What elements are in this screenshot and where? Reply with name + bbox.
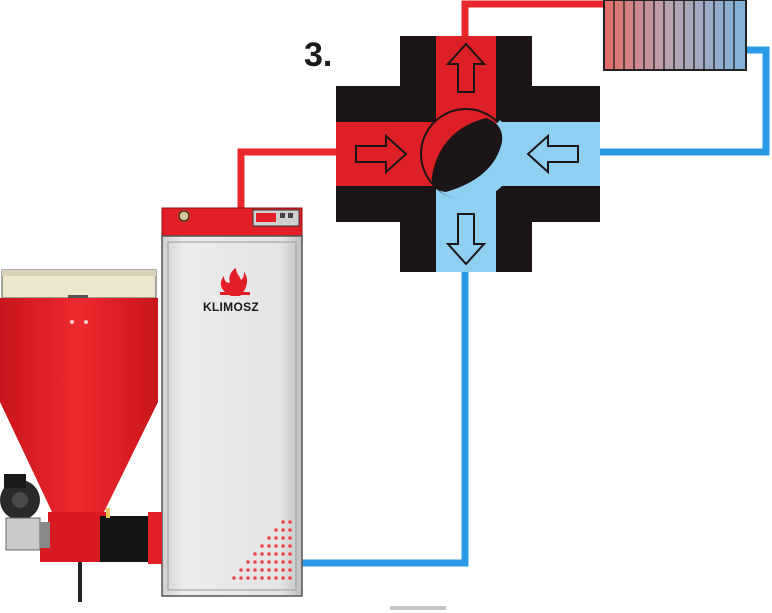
fuel-hopper [0,269,162,602]
arrow-right-icon [355,133,408,175]
arrow-up-icon [445,42,487,93]
arrow-left-icon [526,133,579,175]
brand-logo-text: KLIMOSZ [202,300,260,314]
controller-panel [252,209,300,227]
flame-logo-icon [220,268,250,296]
hot-supply-pipe [237,0,612,208]
arrow-down-icon [445,213,487,266]
vent-grille [232,520,292,580]
valve-rotor-icon [420,108,515,201]
boiler [161,207,303,597]
mixing-valve [336,36,600,272]
step-number-label: 3. [304,36,333,74]
feeder-motor [0,474,50,551]
cold-return-pipe [300,46,770,567]
floor-mark [390,606,446,610]
pressure-gauge-icon [178,210,190,222]
radiator [603,0,747,71]
